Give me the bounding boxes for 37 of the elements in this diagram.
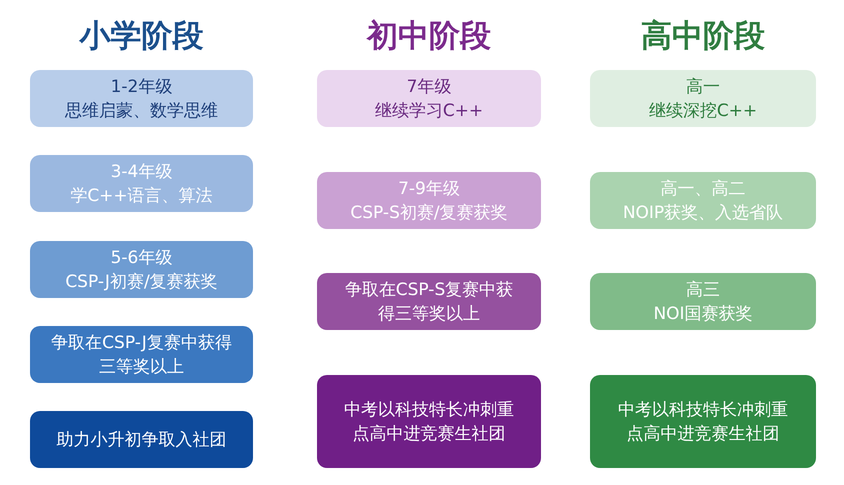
box-heading: 1-2年级: [110, 76, 172, 98]
box-heading: 7-9年级: [398, 178, 460, 200]
stage-box: [590, 375, 816, 468]
box-text: CSP-S初赛/复赛获奖: [350, 202, 508, 224]
box-text: 中考以科技特长冲刺重点高中进竞赛生社团: [617, 398, 789, 446]
box-heading: 高三: [686, 278, 720, 302]
stage-box: [590, 70, 816, 127]
stage-box: [590, 273, 816, 330]
box-text: 继续深挖C++: [648, 100, 758, 122]
box-heading: 7年级: [406, 76, 452, 98]
box-heading: 3-4年级: [110, 160, 172, 184]
stage-box: [30, 70, 253, 127]
stage-box: [30, 326, 253, 383]
stage-box: [317, 70, 541, 127]
box-text: 中考以科技特长冲刺重点高中进竞赛生社团: [343, 398, 515, 446]
box-heading: 高一、高二: [660, 178, 746, 200]
box-text: 继续学习C++: [374, 100, 484, 122]
stage-box: [30, 155, 253, 212]
box-text: 助力小升初争取入社团: [56, 428, 226, 452]
box-heading: 高一: [686, 76, 720, 98]
column-heading: 初中阶段: [365, 17, 492, 56]
box-text: 争取在CSP-S复赛中获得三等奖以上: [344, 278, 514, 326]
stage-box: [590, 172, 816, 229]
box-text: CSP-J初赛/复赛获奖: [65, 270, 218, 294]
box-text: 思维启蒙、数学思维: [65, 100, 218, 122]
stage-box: [317, 375, 541, 468]
box-heading: 5-6年级: [110, 246, 172, 270]
column-heading: 高中阶段: [640, 17, 766, 56]
box-text: 学C++语言、算法: [70, 184, 213, 208]
stage-box: [30, 411, 253, 468]
box-text: 争取在CSP-J复赛中获得三等奖以上: [50, 332, 233, 378]
box-text: NOI国赛获奖: [653, 302, 753, 326]
column-heading: 小学阶段: [78, 17, 204, 56]
box-text: NOIP获奖、入选省队: [622, 202, 784, 224]
stage-box: [317, 273, 541, 330]
stage-box: [317, 172, 541, 229]
stage-box: [30, 241, 253, 298]
